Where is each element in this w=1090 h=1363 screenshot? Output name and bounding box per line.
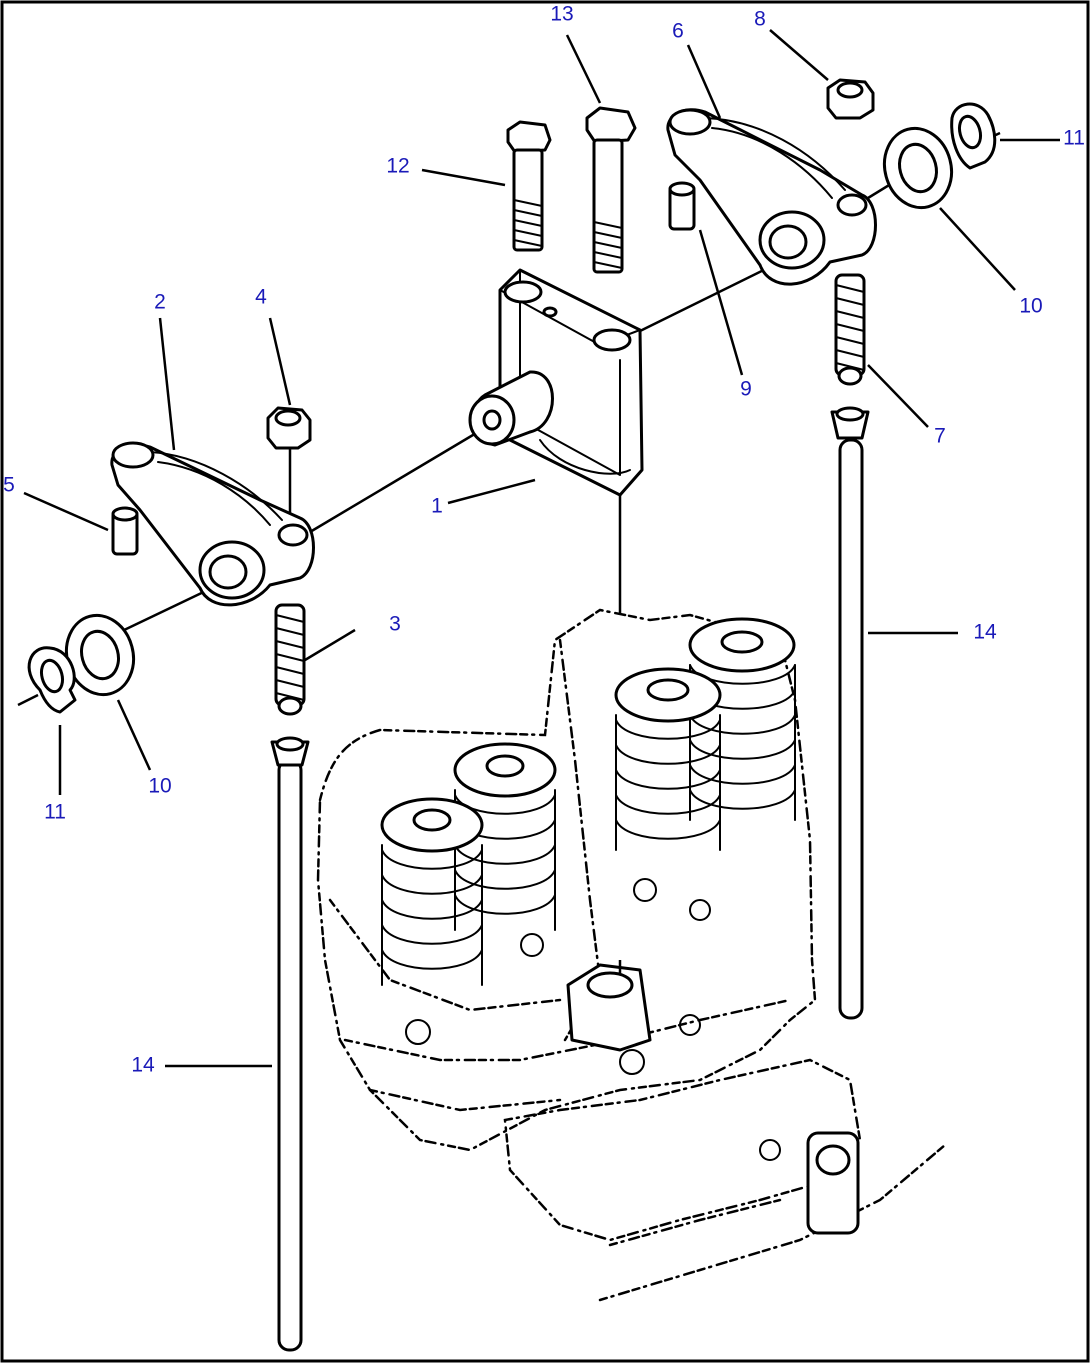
snap-ring-right [950,102,997,170]
callout-14-left: 14 [131,1054,155,1077]
callout-11-right: 11 [1063,127,1085,150]
snap-ring-left [27,646,77,714]
callout-3: 3 [389,613,401,636]
nut-8 [826,78,875,120]
rocker-support [468,268,644,497]
bolt-12 [506,120,552,252]
callout-6: 6 [672,20,684,43]
callout-5: 5 [3,474,15,497]
pushrod-right [830,406,870,1020]
adjusting-spring-left [274,603,306,716]
callout-7: 7 [934,425,946,448]
washer-left [64,613,136,697]
callout-4: 4 [255,286,267,309]
callout-8: 8 [754,8,766,31]
leader-lines [23,29,1060,1068]
callout-12: 12 [386,155,409,178]
valve-springs [380,617,796,986]
callout-14-right: 14 [973,621,997,644]
rocker-arm-left [110,441,315,607]
pushrod-left [270,736,310,1352]
adjusting-screw-right [668,181,696,231]
cylinder-head [316,608,947,1302]
callout-10-right: 10 [1019,295,1042,318]
washer-right [882,126,954,210]
callout-2: 2 [154,291,166,314]
callout-11-left: 11 [44,801,66,824]
callout-13: 13 [550,3,573,26]
bolt-13 [585,106,637,274]
adjusting-spring-right [834,273,866,386]
callout-10-left: 10 [148,775,171,798]
callout-9: 9 [740,378,752,401]
rocker-arm-right [666,108,877,286]
adjusting-screw-left [111,506,139,556]
nut-4 [266,406,312,450]
callout-1: 1 [431,495,443,518]
callout-labels: 1 2 3 4 5 6 7 8 9 10 10 11 11 12 13 14 1… [3,3,1085,1077]
